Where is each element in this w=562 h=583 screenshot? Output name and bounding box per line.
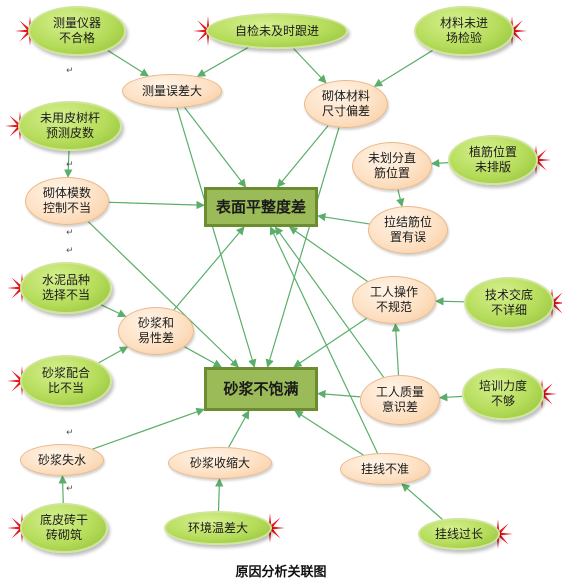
- center-node-surface-flatness: 表面平整度差: [204, 187, 318, 227]
- node-label: 材料未进 场检验: [439, 16, 488, 45]
- root-cause-node: 未用皮树杆 预测皮数: [18, 101, 122, 151]
- root-cause-node: 测量仪器 不合格: [28, 6, 126, 56]
- diagram-caption: 原因分析关联图: [235, 565, 327, 580]
- edge-shuini-to-heyi: [100, 304, 127, 318]
- root-cause-node: 植筋位置 未排版: [448, 135, 538, 185]
- root-cause-node: 自检未及时跟进: [206, 13, 348, 49]
- node-label: 砂浆配合 比不当: [41, 366, 90, 395]
- edge-zijian-to-chicun: [293, 48, 327, 84]
- edge-jishu-to-caozuo: [435, 297, 465, 306]
- edge-caozuo-to-biaomian: [288, 226, 368, 282]
- edge-cailiao_jy-to-chicun: [373, 49, 433, 87]
- node-label: 砌体模数 控制不当: [42, 186, 91, 215]
- edge-guaxian_gc-to-guaxian_bz: [401, 483, 443, 520]
- node-label: 工人操作 不规范: [369, 285, 418, 314]
- edge-dizhuan-to-shishui: [58, 475, 67, 504]
- node-label: 底皮砖干 砖砌筑: [39, 513, 88, 542]
- intermediate-cause-node: 砌体材料 尺寸偏差: [304, 80, 388, 128]
- edge-zhiliang-to-shajiang: [317, 389, 361, 399]
- edge-shishui-to-shajiang: [92, 407, 205, 450]
- intermediate-cause-node: 工人操作 不规范: [352, 276, 436, 324]
- node-label: 测量误差大: [141, 83, 202, 98]
- edge-wencha-to-shousuo: [215, 478, 224, 512]
- edge-peixun-to-zhiliang: [438, 393, 463, 402]
- node-label: 未用皮树杆 预测皮数: [39, 111, 100, 140]
- paragraph-mark: ↵: [66, 160, 74, 170]
- edge-pichigan-to-mushu: [64, 150, 73, 178]
- edge-lajin-to-biaomian: [317, 212, 370, 225]
- node-label: 自检未及时跟进: [234, 23, 319, 38]
- intermediate-cause-node: 挂线不准: [340, 453, 430, 485]
- node-label: 挂线过长: [434, 526, 483, 541]
- intermediate-cause-node: 未划分直 筋位置: [352, 142, 432, 190]
- root-cause-node: 材料未进 场检验: [414, 6, 514, 56]
- edge-heyi-to-shajiang: [184, 346, 222, 368]
- edge-wucha-to-shajiang: [176, 107, 257, 368]
- intermediate-cause-node: 拉结筋位 置有误: [368, 206, 448, 254]
- intermediate-cause-node: 测量误差大: [122, 74, 222, 108]
- root-cause-node: 水泥品种 选择不当: [20, 262, 112, 314]
- intermediate-cause-node: 砂浆收缩大: [168, 447, 272, 479]
- root-cause-node: 环境温差大: [164, 511, 272, 545]
- paragraph-mark: ↵: [66, 484, 74, 494]
- edge-guaxian_bz-to-biaomian: [269, 226, 379, 454]
- edge-zhiliang-to-caozuo: [391, 323, 401, 376]
- edge-yiqi-to-wucha: [107, 49, 150, 77]
- center-node-mortar-fullness: 砂浆不饱满: [204, 367, 318, 411]
- intermediate-cause-node: 砌体模数 控制不当: [25, 177, 109, 225]
- intermediate-cause-node: 砂浆和 易性差: [118, 307, 194, 355]
- root-cause-node: 砂浆配合 比不当: [20, 355, 112, 407]
- edge-zhijin-to-jinwei: [430, 158, 449, 168]
- edge-chicun-to-biaomian: [276, 125, 329, 188]
- paragraph-mark: ↵: [66, 66, 74, 76]
- edge-caozuo-to-shajiang: [293, 317, 368, 368]
- node-label: 环境温差大: [187, 520, 248, 535]
- node-label: 水泥品种 选择不当: [41, 273, 90, 302]
- edge-jinwei-to-lajin: [396, 189, 405, 208]
- edge-chicun-to-shajiang: [265, 127, 340, 368]
- root-cause-node: 底皮砖干 砖砌筑: [20, 503, 108, 553]
- node-label: 砌体材料 尺寸偏差: [321, 89, 370, 118]
- paragraph-mark: ↵: [66, 428, 74, 438]
- edge-zijian-to-wucha: [196, 46, 249, 77]
- edge-mushu-to-shajiang: [87, 221, 239, 368]
- node-label: 砂浆失水: [37, 452, 86, 467]
- intermediate-cause-node: 工人质量 意识差: [360, 375, 440, 425]
- center-label: 表面平整度差: [215, 197, 306, 216]
- edge-zhiliang-to-biaomian: [274, 226, 385, 378]
- node-label: 砂浆收缩大: [189, 455, 250, 470]
- edge-wucha-to-biaomian: [184, 107, 247, 188]
- node-label: 未划分直 筋位置: [367, 151, 416, 180]
- node-label: 技术交底 不详细: [484, 288, 533, 317]
- node-label: 拉结筋位 置有误: [383, 215, 432, 244]
- node-label: 植筋位置 未排版: [468, 145, 517, 174]
- edge-mushu-to-biaomian: [108, 200, 205, 210]
- node-label: 测量仪器 不合格: [52, 16, 101, 45]
- intermediate-cause-node: 砂浆失水: [20, 444, 104, 476]
- paragraph-mark: ↵: [66, 228, 74, 238]
- node-label: 培训力度 不够: [478, 379, 527, 408]
- root-cause-node: 挂线过长: [418, 518, 500, 550]
- edge-guaxian_bz-to-shajiang: [294, 410, 364, 456]
- node-label: 砂浆和 易性差: [137, 316, 174, 345]
- node-label: 挂线不准: [360, 461, 409, 476]
- edge-heyi-to-biaomian: [173, 226, 245, 311]
- edge-shousuo-to-shajiang: [228, 410, 250, 448]
- root-cause-node: 培训力度 不够: [462, 368, 544, 420]
- paragraph-mark: ↵: [66, 246, 74, 256]
- root-cause-node: 技术交底 不详细: [464, 277, 554, 329]
- center-label: 砂浆不饱满: [223, 379, 299, 398]
- node-label: 工人质量 意识差: [375, 385, 424, 414]
- edge-peihe-to-heyi: [98, 346, 129, 364]
